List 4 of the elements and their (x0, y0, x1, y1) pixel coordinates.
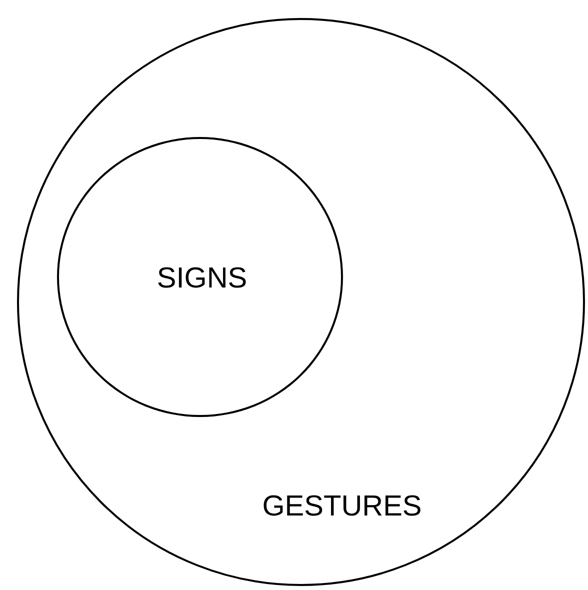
set-circle (57, 137, 343, 417)
set-circle (17, 18, 585, 586)
set-label: SIGNS (156, 262, 248, 296)
set-label: GESTURES (262, 490, 422, 524)
